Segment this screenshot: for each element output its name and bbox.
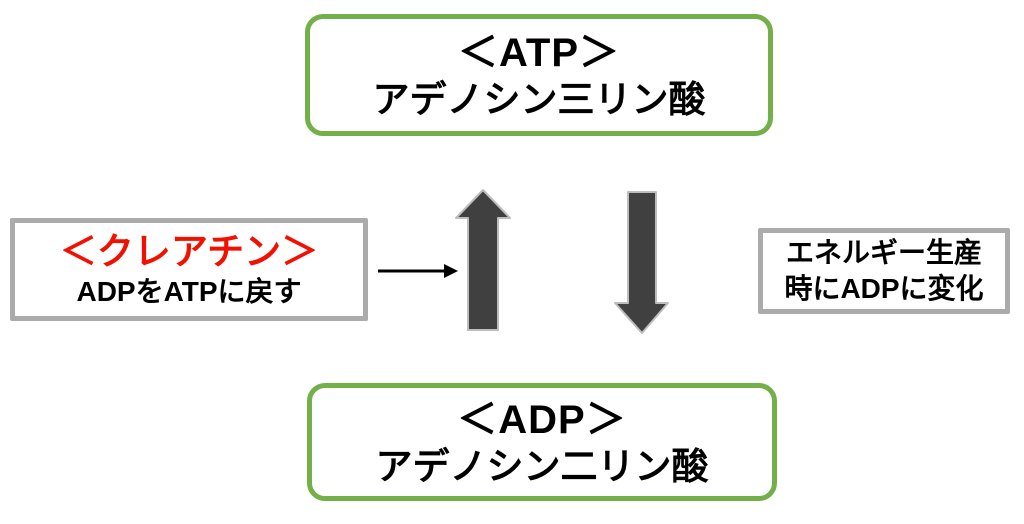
down-block-arrow-icon <box>614 191 669 334</box>
up-block-arrow-icon <box>455 189 511 331</box>
adp-subtitle: アデノシン二リン酸 <box>375 445 709 487</box>
atp-title: ＜ATP＞ <box>457 30 621 75</box>
energy-note-line2: 時にADPに変化 <box>784 273 984 304</box>
adp-node: ＜ADP＞ アデノシン二リン酸 <box>307 383 777 501</box>
atp-subtitle: アデノシン三リン酸 <box>372 78 706 120</box>
creatine-node: ＜クレアチン＞ ADPをATPに戻す <box>10 218 368 321</box>
energy-note: エネルギー生産 時にADPに変化 <box>758 228 1010 314</box>
energy-note-line1: エネルギー生産 <box>785 236 982 268</box>
creatine-title: ＜クレアチン＞ <box>59 230 319 272</box>
creatine-subtitle: ADPをATPに戻す <box>76 276 302 308</box>
atp-node: ＜ATP＞ アデノシン三リン酸 <box>305 14 773 136</box>
creatine-to-cycle-arrow-head-icon <box>444 264 458 278</box>
adp-title: ＜ADP＞ <box>457 397 627 442</box>
